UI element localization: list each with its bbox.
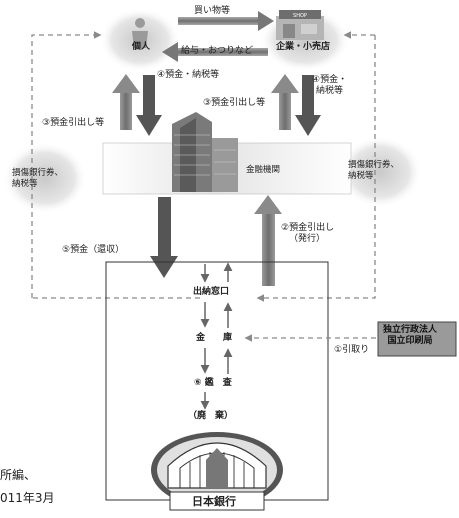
purchase-label: 買い物等	[194, 6, 230, 17]
withdraw-left-label: ③預金引出し等	[42, 118, 104, 129]
counter-label: 出納窓口	[193, 287, 229, 298]
printing-bureau-line2: 国立印刷局	[383, 336, 437, 347]
deposit-return-label: ⑤預金（還収）	[62, 245, 124, 256]
deposit-tax-right-label: ④預金・ 納税等	[312, 75, 347, 98]
withdraw-issue-line1: ②預金引出し	[281, 223, 334, 234]
damaged-left-label: 損傷銀行券、 納税等	[12, 168, 63, 189]
company-label: 企業・小売店	[276, 42, 330, 53]
deposit-tax-right-line2: 納税等	[312, 86, 347, 97]
withdraw-up-arrow-right	[271, 74, 299, 130]
bank-building-icon	[172, 112, 238, 192]
disposal-label: （廃 棄）	[188, 411, 233, 422]
caption-line2: 011年3月	[0, 491, 55, 506]
vault-label: 金 庫	[196, 333, 232, 344]
boj-label: 日本銀行	[192, 495, 236, 509]
deposit-tax-right-line1: ④預金・	[312, 75, 347, 86]
deposit-tax-left-label: ④預金・納税等	[157, 70, 219, 81]
source-caption: 所編、 011年3月	[0, 468, 55, 506]
shop-sign: SHOP	[293, 13, 307, 19]
withdraw-issue-line2: （発行）	[281, 234, 334, 245]
receipt-label: ①引取り	[334, 345, 369, 356]
damaged-right-line1: 損傷銀行券、	[348, 160, 399, 171]
deposit-return-arrow	[150, 197, 178, 278]
bank-label: 金融機関	[246, 165, 280, 176]
printing-bureau-line1: 独立行政法人	[383, 325, 437, 336]
printing-bureau-label: 独立行政法人 国立印刷局	[383, 325, 437, 348]
withdraw-issue-label: ②預金引出し （発行）	[281, 223, 334, 246]
inspection-label: ⑥ 鑑 査	[194, 378, 232, 389]
withdraw-issue-arrow	[254, 195, 282, 286]
individual-label: 個人	[132, 42, 150, 53]
caption-line1: 所編、	[0, 468, 55, 483]
withdraw-up-arrow-left	[112, 74, 140, 130]
deposit-down-arrow-left	[136, 75, 162, 136]
damaged-right-line2: 納税等	[348, 171, 399, 182]
withdraw-center-label: ③預金引出し等	[203, 98, 265, 109]
damaged-right-label: 損傷銀行券、 納税等	[348, 160, 399, 181]
salary-label: 給与・おつりなど	[181, 46, 253, 57]
damaged-left-line1: 損傷銀行券、	[12, 168, 63, 179]
damaged-left-line2: 納税等	[12, 179, 63, 190]
